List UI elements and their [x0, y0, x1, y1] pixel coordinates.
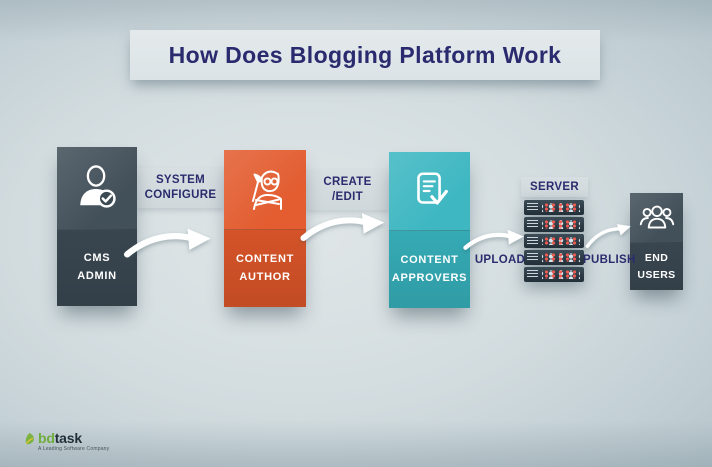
title-banner: How Does Blogging Platform Work	[130, 30, 600, 80]
server-leds-icon	[542, 236, 580, 246]
cms-admin-label-section: CMS ADMIN	[57, 230, 137, 306]
author-paintbrush-icon	[252, 170, 282, 210]
server-vents-icon	[527, 203, 538, 212]
leaf-icon	[25, 432, 34, 445]
server-leds-icon	[542, 253, 580, 263]
content-author-label-section: CONTENT AUTHOR	[224, 230, 306, 307]
server-vents-icon	[527, 270, 538, 279]
create-edit-label: CREATE /EDIT	[323, 176, 372, 203]
brand-name: bdtask	[38, 430, 82, 446]
user-check-icon	[80, 165, 116, 208]
server-leds-icon	[542, 203, 580, 212]
stage-box-content-approvers: CONTENT APPROVERS	[389, 152, 470, 308]
content-author-label: CONTENT AUTHOR	[235, 252, 295, 283]
end-users-label-section: END USERS	[630, 243, 683, 290]
content-approvers-label: CONTENT APPROVERS	[391, 253, 468, 284]
stage-box-content-author: CONTENT AUTHOR	[224, 150, 306, 307]
document-check-icon	[416, 172, 448, 205]
bdtask-logo: bdtask A Leading Software Company	[24, 431, 109, 452]
cms-admin-icon-section	[57, 147, 137, 230]
server-unit	[524, 200, 584, 215]
server-unit	[524, 216, 584, 232]
cms-admin-label: CMS ADMIN	[77, 252, 117, 282]
publish-label: PUBLISH	[583, 254, 636, 266]
end-users-icon-section	[630, 193, 683, 243]
server-unit	[524, 267, 584, 282]
connector-band-create-edit: CREATE /EDIT	[306, 170, 389, 210]
upload-label: UPLOAD	[474, 254, 526, 266]
page-title: How Does Blogging Platform Work	[168, 41, 562, 68]
server-vents-icon	[527, 236, 538, 246]
server-unit	[524, 250, 584, 266]
server-unit	[524, 233, 584, 249]
server-label-band: SERVER	[521, 177, 588, 197]
arrow-approvers-to-server	[463, 229, 524, 250]
server-rack	[524, 200, 584, 282]
system-configure-label: SYSTEM CONFIGURE	[144, 174, 217, 201]
arrow-author-to-approvers	[300, 213, 385, 242]
stage-box-cms-admin: CMS ADMIN	[57, 147, 137, 306]
content-approvers-icon-section	[389, 152, 470, 231]
server-leds-icon	[542, 270, 580, 279]
stage-box-end-users: END USERS	[630, 193, 683, 290]
users-group-icon	[639, 205, 674, 228]
brand-tagline: A Leading Software Company	[38, 446, 110, 452]
arrow-server-to-end-users	[585, 224, 631, 249]
server-vents-icon	[527, 219, 538, 229]
end-users-label: END USERS	[637, 252, 676, 281]
arrow-admin-to-author	[124, 228, 211, 258]
server-label: SERVER	[530, 180, 579, 193]
server-vents-icon	[527, 253, 538, 263]
content-approvers-label-section: CONTENT APPROVERS	[389, 231, 470, 308]
server-leds-icon	[542, 219, 580, 229]
connector-band-system-configure: SYSTEM CONFIGURE	[137, 168, 224, 208]
content-author-icon-section	[224, 150, 306, 230]
